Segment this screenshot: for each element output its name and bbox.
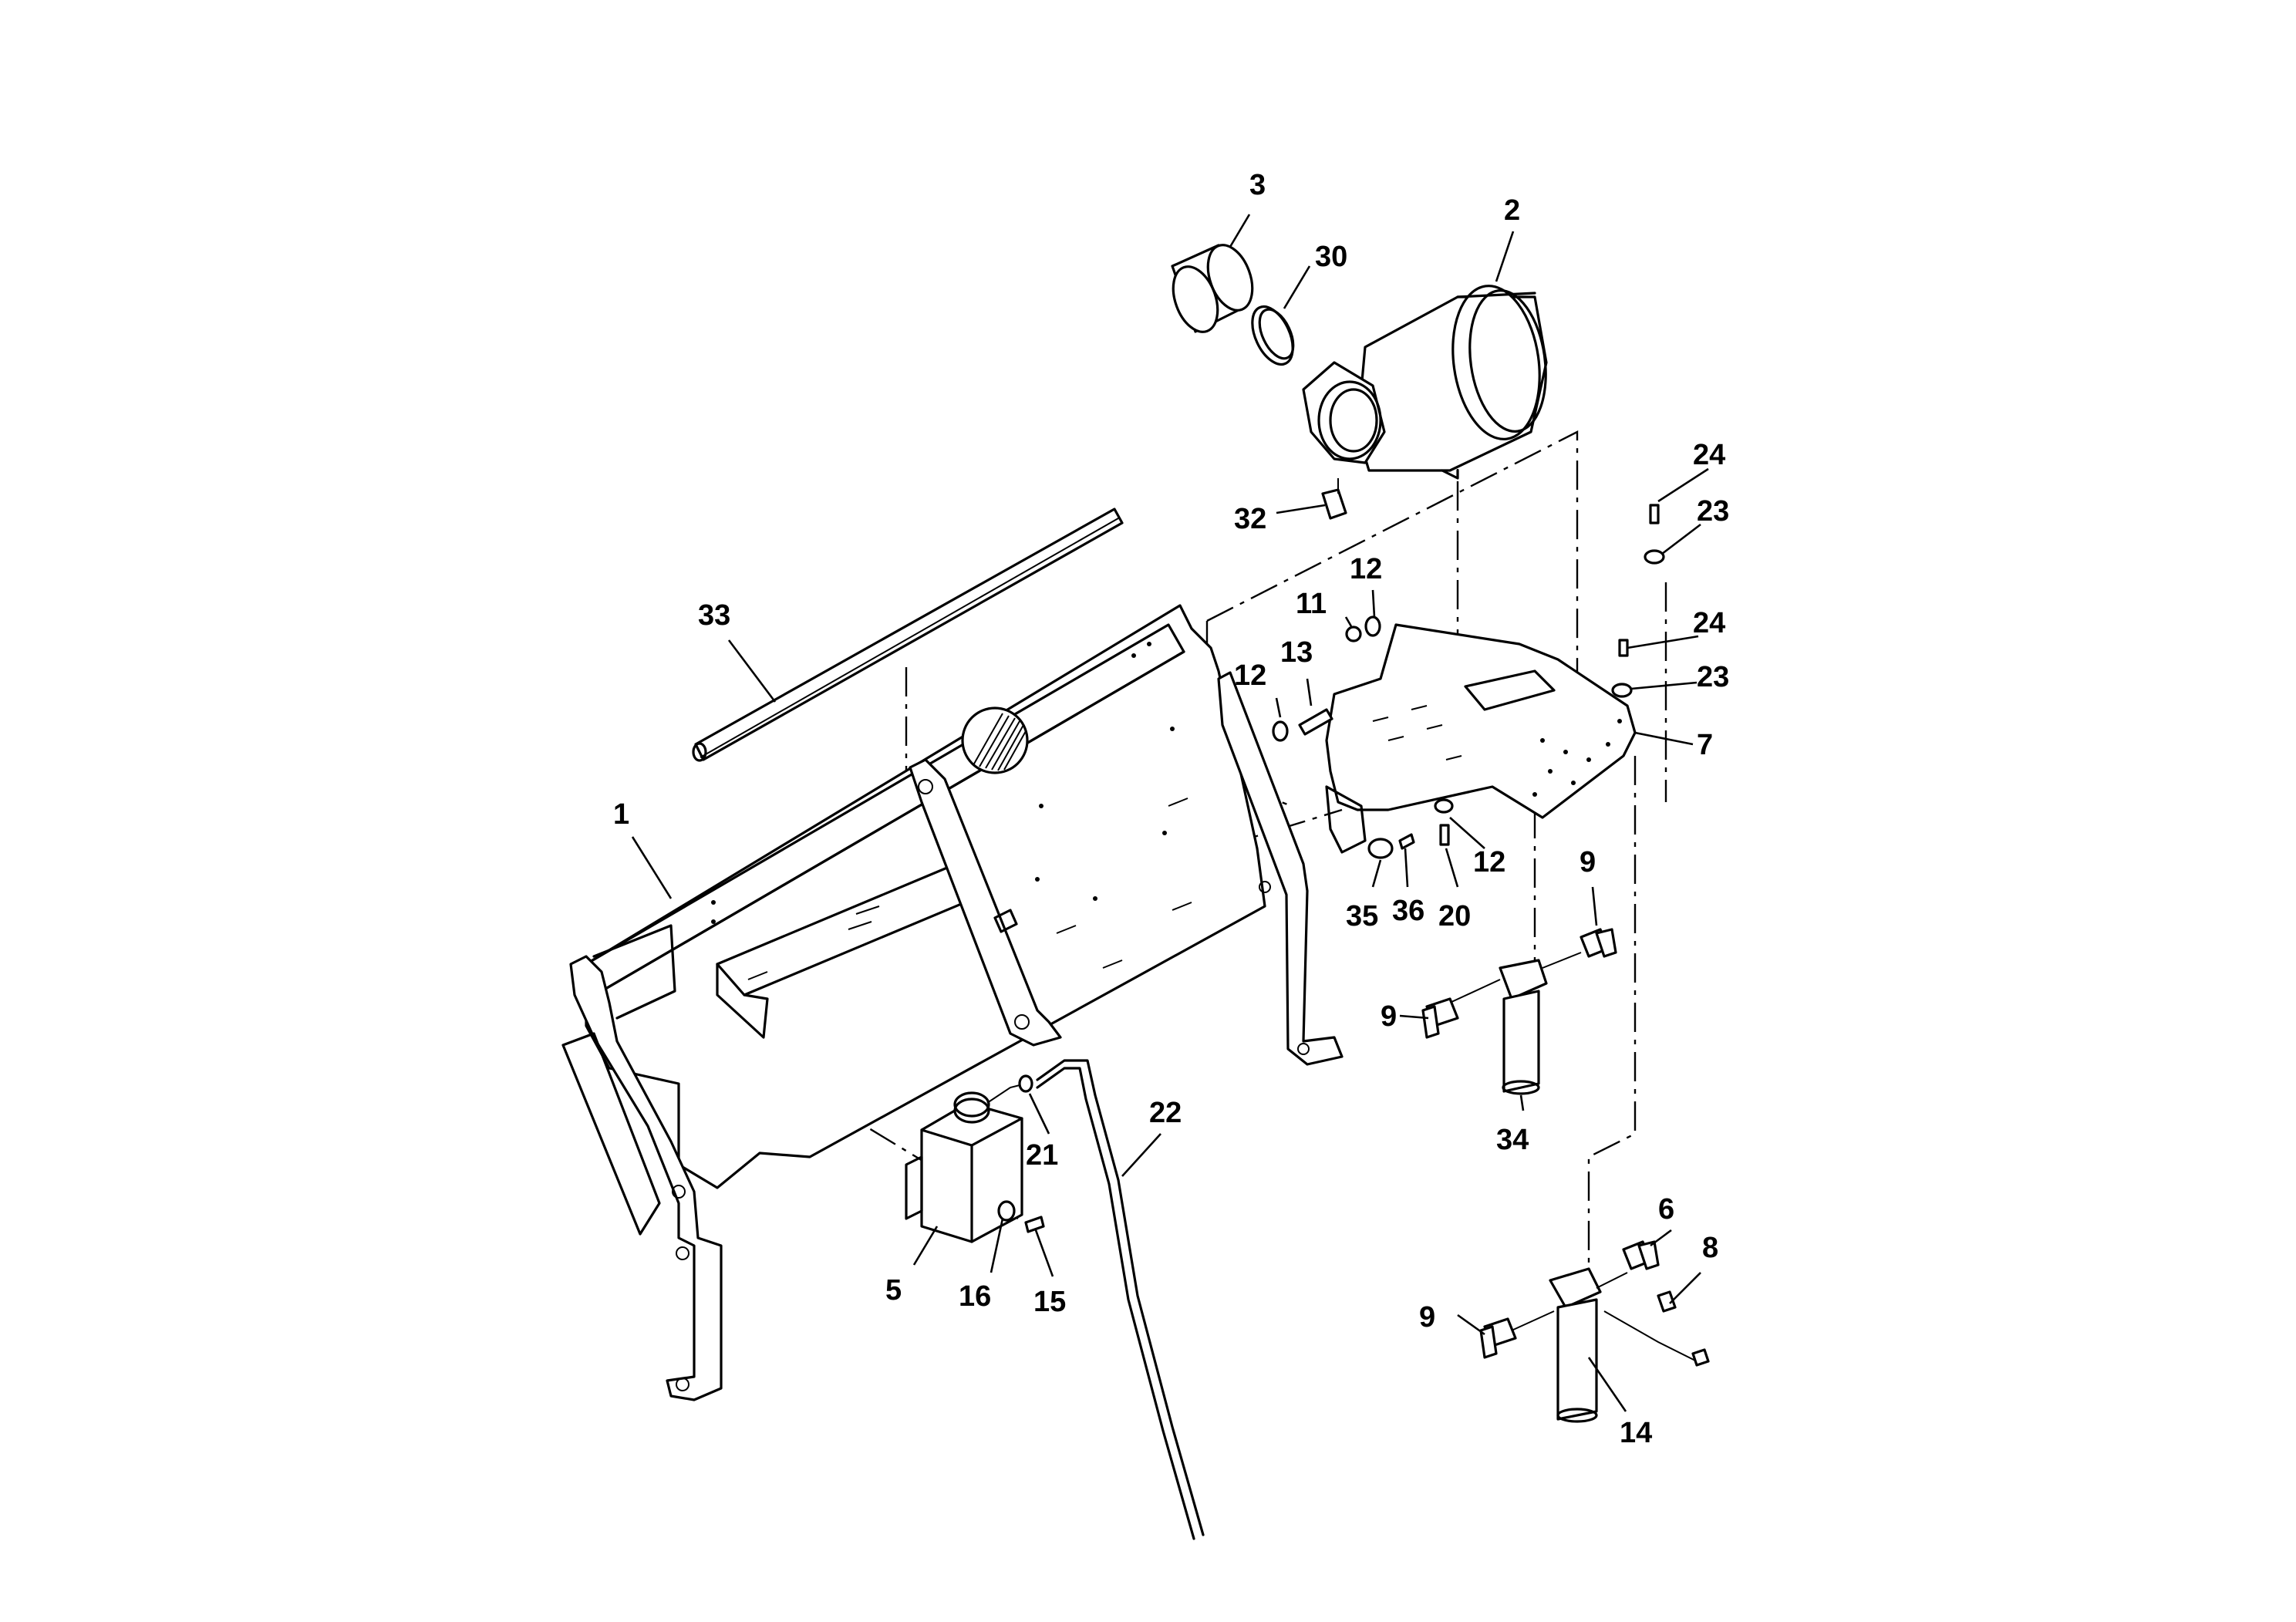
callout-2: 2 xyxy=(1504,194,1520,227)
inline-filter-upper xyxy=(1449,952,1582,1095)
dust-valve xyxy=(1321,478,1347,520)
callout-labels: c1 1 2 3 5 6 7 8 9 9 9 11 12 12 12 13 14… xyxy=(613,169,1729,1449)
callout-3: 3 xyxy=(1249,169,1266,201)
sensor-fitting-8 xyxy=(1657,1290,1710,1367)
callout-16: 16 xyxy=(959,1280,991,1313)
callout-20: 20 xyxy=(1438,900,1471,932)
elbow-fitting-upper-left xyxy=(1421,997,1459,1039)
rubber-seal-strip xyxy=(692,508,1124,762)
callout-12-top: 12 xyxy=(1350,553,1382,585)
callout-6: 6 xyxy=(1658,1193,1674,1226)
callout-12-bottom: 12 xyxy=(1473,846,1505,878)
callout-23-bottom: 23 xyxy=(1697,661,1729,693)
callout-14: 14 xyxy=(1620,1417,1652,1449)
inline-filter-lower xyxy=(1511,1267,1698,1423)
elbow-fitting-upper-right xyxy=(1580,928,1617,958)
plate-fasteners xyxy=(1272,504,1665,859)
callout-7: 7 xyxy=(1697,729,1713,761)
callout-24-bottom: 24 xyxy=(1693,607,1725,639)
callout-24-top: 24 xyxy=(1693,439,1725,471)
callout-13: 13 xyxy=(1280,636,1313,669)
washer-hose xyxy=(1036,1059,1205,1540)
callout-35: 35 xyxy=(1346,900,1378,932)
elbow-fitting-6 xyxy=(1622,1240,1660,1270)
callout-32: 32 xyxy=(1234,503,1266,535)
callout-8: 8 xyxy=(1702,1232,1718,1264)
callout-34: 34 xyxy=(1496,1124,1529,1156)
mounting-plate xyxy=(1325,623,1637,854)
leader-lines xyxy=(631,214,1709,1412)
callout-1: 1 xyxy=(613,798,629,831)
clamp-ring xyxy=(1251,305,1295,366)
washer-reservoir xyxy=(905,1083,1027,1243)
callout-5: 5 xyxy=(885,1274,902,1307)
callout-9-lower: 9 xyxy=(1419,1301,1435,1334)
callout-11: 11 xyxy=(1296,588,1327,620)
callout-12-left: 12 xyxy=(1234,659,1266,692)
callout-36: 36 xyxy=(1392,895,1424,927)
callout-21: 21 xyxy=(1026,1139,1058,1172)
callout-30: 30 xyxy=(1315,241,1347,273)
callout-23-top: 23 xyxy=(1697,495,1729,528)
hose-clip xyxy=(1018,1074,1033,1093)
reservoir-fasteners xyxy=(997,1200,1045,1233)
elbow-fitting-lower xyxy=(1479,1317,1517,1359)
callout-9-upper-right: 9 xyxy=(1580,846,1596,878)
callout-22: 22 xyxy=(1149,1097,1182,1129)
air-filter-housing xyxy=(1302,285,1548,480)
main-bracket-frame xyxy=(561,604,1344,1401)
pre-cleaner-cap xyxy=(1171,244,1254,333)
callout-15: 15 xyxy=(1033,1286,1066,1318)
callout-9-upper-left: 9 xyxy=(1381,1000,1397,1033)
callout-33: 33 xyxy=(698,599,730,632)
